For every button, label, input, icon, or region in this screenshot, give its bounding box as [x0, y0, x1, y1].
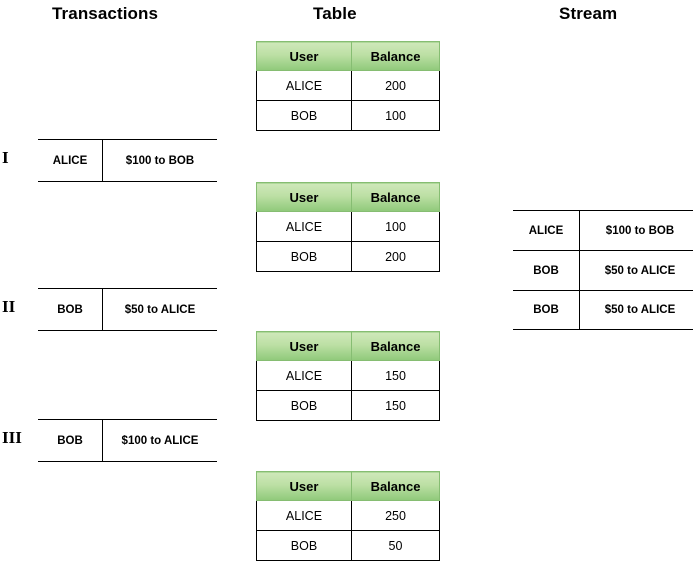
column-header-user: User	[256, 331, 352, 361]
transaction-row: BOB $100 to ALICE	[38, 419, 217, 462]
cell-user: BOB	[256, 241, 352, 272]
transaction-detail: $50 to ALICE	[124, 303, 196, 316]
column-heading-table: Table	[313, 4, 357, 23]
column-header-user: User	[256, 182, 352, 212]
table-row: BOB 200	[256, 241, 440, 272]
transaction-block: III BOB $100 to ALICE	[0, 419, 240, 463]
transaction-user: BOB	[38, 420, 103, 461]
cell-balance: 150	[351, 360, 440, 391]
cell-user: BOB	[256, 530, 352, 561]
table-row: BOB 150	[256, 390, 440, 421]
cell-user: BOB	[256, 100, 352, 131]
stream-row: ALICE $100 to BOB	[513, 210, 693, 250]
transaction-detail: $100 to BOB	[125, 154, 195, 167]
table-header-row: User Balance	[256, 471, 440, 501]
cell-user: ALICE	[256, 70, 352, 101]
cell-balance: 100	[351, 100, 440, 131]
cell-user: ALICE	[256, 360, 352, 391]
transaction-numeral: III	[2, 428, 22, 447]
cell-balance: 150	[351, 390, 440, 421]
column-header-user: User	[256, 471, 352, 501]
table-row: ALICE 200	[256, 70, 440, 101]
balance-table-snapshot-2: User Balance ALICE 150 BOB 150	[256, 331, 440, 421]
cell-user: ALICE	[256, 211, 352, 242]
cell-user: BOB	[256, 390, 352, 421]
table-header-row: User Balance	[256, 331, 440, 361]
transaction-block: II BOB $50 to ALICE	[0, 288, 240, 332]
stream-detail: $50 to ALICE	[604, 304, 676, 316]
stream-detail: $50 to ALICE	[604, 264, 676, 277]
cell-balance: 50	[351, 530, 440, 561]
balance-table-snapshot-3: User Balance ALICE 250 BOB 50	[256, 471, 440, 561]
balance-table-snapshot-1: User Balance ALICE 100 BOB 200	[256, 182, 440, 272]
cell-balance: 100	[351, 211, 440, 242]
cell-balance: 250	[351, 500, 440, 531]
table-row: BOB 50	[256, 530, 440, 561]
column-heading-stream: Stream	[559, 4, 618, 23]
column-header-balance: Balance	[351, 471, 440, 501]
column-header-balance: Balance	[351, 41, 440, 71]
cell-balance: 200	[351, 70, 440, 101]
column-header-user: User	[256, 41, 352, 71]
column-header-balance: Balance	[351, 182, 440, 212]
transaction-row: ALICE $100 to BOB	[38, 139, 217, 182]
transaction-block: I ALICE $100 to BOB	[0, 139, 240, 183]
table-header-row: User Balance	[256, 182, 440, 212]
table-row: ALICE 100	[256, 211, 440, 242]
transaction-user: BOB	[38, 289, 103, 330]
cell-user: ALICE	[256, 500, 352, 531]
stream-detail: $100 to BOB	[605, 224, 675, 237]
stream-user: BOB	[513, 251, 580, 290]
transaction-user: ALICE	[38, 140, 103, 181]
table-row: ALICE 150	[256, 360, 440, 391]
stream-user: BOB	[513, 291, 580, 329]
cell-balance: 200	[351, 241, 440, 272]
table-row: ALICE 250	[256, 500, 440, 531]
stream-row: BOB $50 to ALICE	[513, 290, 693, 330]
transaction-numeral: I	[2, 148, 9, 167]
table-row: BOB 100	[256, 100, 440, 131]
balance-table-snapshot-0: User Balance ALICE 200 BOB 100	[256, 41, 440, 131]
transaction-row: BOB $50 to ALICE	[38, 288, 217, 331]
transaction-numeral: II	[2, 297, 16, 316]
table-header-row: User Balance	[256, 41, 440, 71]
column-header-balance: Balance	[351, 331, 440, 361]
stream-row: BOB $50 to ALICE	[513, 250, 693, 290]
transaction-detail: $100 to ALICE	[121, 434, 199, 447]
stream-user: ALICE	[513, 211, 580, 250]
column-heading-transactions: Transactions	[52, 4, 159, 23]
stream-table: ALICE $100 to BOB BOB $50 to ALICE BOB $…	[513, 210, 693, 330]
